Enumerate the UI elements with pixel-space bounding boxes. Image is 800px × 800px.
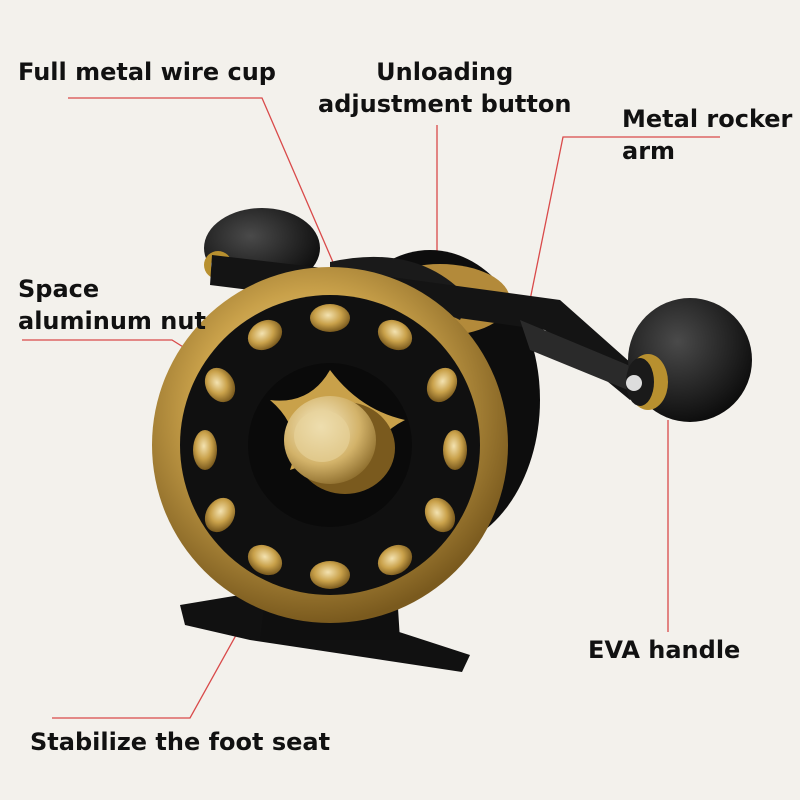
label-foot-seat: Stabilize the foot seat	[30, 728, 331, 756]
leader-foot-seat	[52, 627, 241, 719]
label-rocker-arm: Metal rocker arm	[622, 105, 793, 165]
aluminum-nut	[284, 396, 395, 494]
leader-rocker-arm	[527, 136, 720, 311]
label-eva-handle: EVA handle	[588, 636, 741, 664]
label-aluminum-nut: Space aluminum nut	[18, 275, 206, 335]
eva-handle-knob	[626, 298, 752, 422]
label-unloading-button: Unloading adjustment button	[318, 58, 572, 118]
leader-wire-cup	[68, 97, 346, 291]
label-wire-cup: Full metal wire cup	[18, 58, 276, 86]
